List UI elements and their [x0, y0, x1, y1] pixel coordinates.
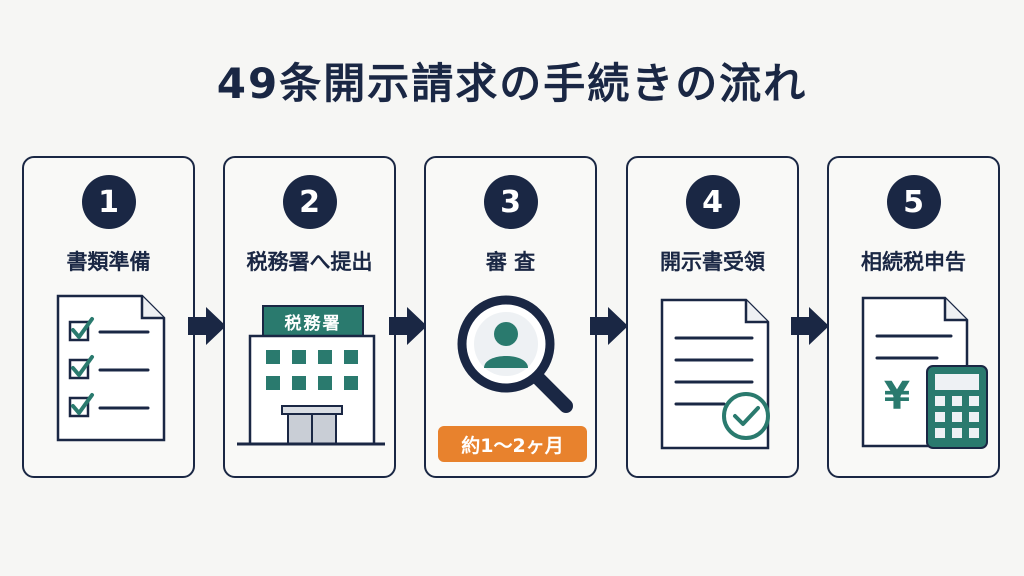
flow-arrow-4: [789, 305, 831, 347]
duration-badge: 約1～2ヶ月: [438, 426, 587, 462]
step-1-number: 1: [81, 175, 136, 229]
step-2-number: 2: [282, 175, 337, 229]
step-5-number: 5: [886, 175, 941, 229]
step-4-number: 4: [685, 175, 740, 229]
checklist-document-icon: [24, 288, 193, 468]
step-5-label: 相続税申告: [861, 250, 966, 274]
step-2-card: 2 税務署へ提出 税務署: [223, 156, 396, 478]
step-5-card: 5 相続税申告 ¥: [827, 156, 1000, 478]
step-1-card: 1 書類準備: [22, 156, 195, 478]
step-1-label: 書類準備: [66, 250, 151, 274]
yen-calculator-document-icon: ¥: [829, 288, 998, 468]
document-check-icon: [628, 288, 797, 468]
magnifier-person-icon: [426, 288, 595, 468]
tax-office-building-icon: 税務署: [225, 288, 394, 468]
step-2-label: 税務署へ提出: [246, 250, 373, 274]
page-title: 49条開示請求の手続きの流れ: [216, 59, 808, 108]
tax-office-sign-text: 税務署: [284, 313, 342, 334]
step-4-card: 4 開示書受領: [626, 156, 799, 478]
flow-arrow-3: [588, 305, 630, 347]
step-3-card: 3 審 査 約1～2ヶ月: [424, 156, 597, 478]
flow-arrow-1: [186, 305, 228, 347]
step-4-label: 開示書受領: [660, 250, 765, 274]
flow-arrow-2: [387, 305, 429, 347]
yen-symbol: ¥: [883, 374, 911, 418]
step-3-label: 審 査: [485, 250, 536, 274]
step-3-number: 3: [483, 175, 538, 229]
